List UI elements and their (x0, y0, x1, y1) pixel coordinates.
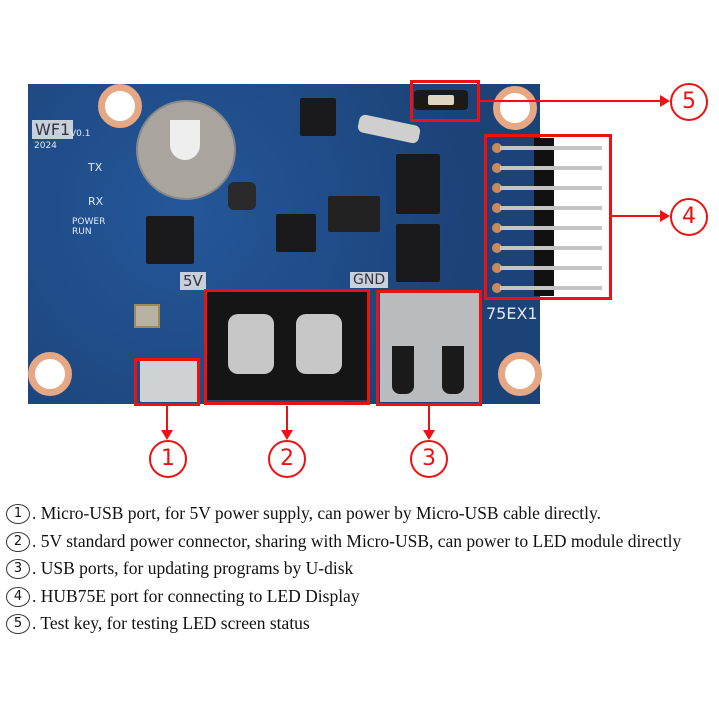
legend-text: . 5V standard power connector, sharing w… (32, 530, 682, 551)
highlight-power-connector (204, 289, 370, 405)
arrow-5 (660, 95, 670, 107)
header-pin-pad (492, 203, 502, 213)
usb-a-port[interactable] (380, 292, 480, 402)
callout-3: 3 (410, 440, 448, 478)
leader-line-1 (166, 406, 168, 432)
header-pin-pad (492, 163, 502, 173)
header-pin-pad (492, 183, 502, 193)
header-pin (500, 146, 602, 150)
flash-chip (300, 98, 336, 136)
highlight-hub75e (484, 134, 612, 300)
callout-1: 1 (149, 440, 187, 478)
header-pin (500, 246, 602, 250)
arrow-4 (660, 210, 670, 222)
header-pin (500, 186, 602, 190)
header-pin-pad (492, 223, 502, 233)
header-pin-pad (492, 263, 502, 273)
highlight-micro-usb (134, 358, 200, 406)
screw-terminal-1[interactable] (228, 314, 274, 374)
highlight-test-key (410, 80, 480, 122)
regulator-chip (328, 196, 380, 232)
header-pin (500, 166, 602, 170)
mcu-chip (146, 216, 194, 264)
legend-item: 2. 5V standard power connector, sharing … (6, 528, 718, 556)
silk-rx: RX (88, 195, 104, 208)
power-terminal-block[interactable] (206, 290, 368, 400)
header-pin (500, 226, 602, 230)
legend-number: 2 (6, 531, 30, 552)
arrow-2 (281, 430, 293, 440)
header-pin (500, 206, 602, 210)
controller-board: WF1 V0.1 2024 TX RX POWER RUN 5V GND 75E… (28, 84, 602, 404)
header-pin-pad (492, 283, 502, 293)
legend-text: . Test key, for testing LED screen statu… (32, 613, 310, 633)
mounting-hole (28, 352, 72, 396)
callout-2: 2 (268, 440, 306, 478)
label-5v: 5V (180, 272, 206, 290)
mounting-hole (98, 84, 142, 128)
micro-usb-port[interactable] (140, 360, 200, 402)
highlight-usb-ports (376, 290, 482, 406)
buffer-chip-u1 (396, 154, 440, 214)
leader-line-5 (480, 100, 662, 102)
coin-battery (136, 100, 236, 200)
silk-run: RUN (72, 227, 92, 237)
header-pin-pad (492, 243, 502, 253)
mounting-hole (493, 86, 537, 130)
arrow-1 (161, 430, 173, 440)
legend-number: 1 (6, 504, 30, 524)
header-pin (500, 266, 602, 270)
screw-terminal-2[interactable] (296, 314, 342, 374)
arrow-3 (423, 430, 435, 440)
header-pin (500, 286, 602, 290)
inductor (228, 182, 256, 210)
legend-text: . HUB75E port for connecting to LED Disp… (32, 585, 360, 606)
buffer-chip-u3 (396, 224, 440, 282)
legend-text: . USB ports, for updating programs by U-… (32, 558, 354, 578)
version-label: V0.1 (70, 129, 91, 139)
hub75e-header[interactable] (492, 138, 602, 296)
leader-line-4 (612, 215, 662, 217)
legend-number: 3 (6, 559, 30, 579)
year-label: 2024 (34, 141, 57, 151)
legend-item: 4. HUB75E port for connecting to LED Dis… (6, 583, 718, 611)
silk-tx: TX (88, 161, 103, 174)
legend-text: . Micro-USB port, for 5V power supply, c… (32, 503, 601, 523)
callout-5: 5 (670, 83, 708, 121)
legend-number: 4 (6, 586, 30, 607)
mounting-hole (498, 352, 542, 396)
leader-line-3 (428, 406, 430, 432)
silk-power: POWER (72, 217, 106, 227)
legend-item: 5. Test key, for testing LED screen stat… (6, 610, 718, 638)
test-key[interactable] (414, 90, 468, 110)
leader-line-2 (286, 406, 288, 432)
legend-number: 5 (6, 614, 30, 634)
header-pin-pad (492, 143, 502, 153)
legend-item: 1. Micro-USB port, for 5V power supply, … (6, 500, 718, 528)
legend-item: 3. USB ports, for updating programs by U… (6, 555, 718, 583)
model-label: WF1 (32, 120, 74, 139)
dram-chip (276, 214, 316, 252)
label-gnd: GND (350, 272, 389, 288)
callout-4: 4 (670, 198, 708, 236)
port-label: 75EX1 (486, 304, 538, 323)
legend: 1. Micro-USB port, for 5V power supply, … (6, 500, 718, 638)
crystal-y1 (134, 304, 160, 328)
